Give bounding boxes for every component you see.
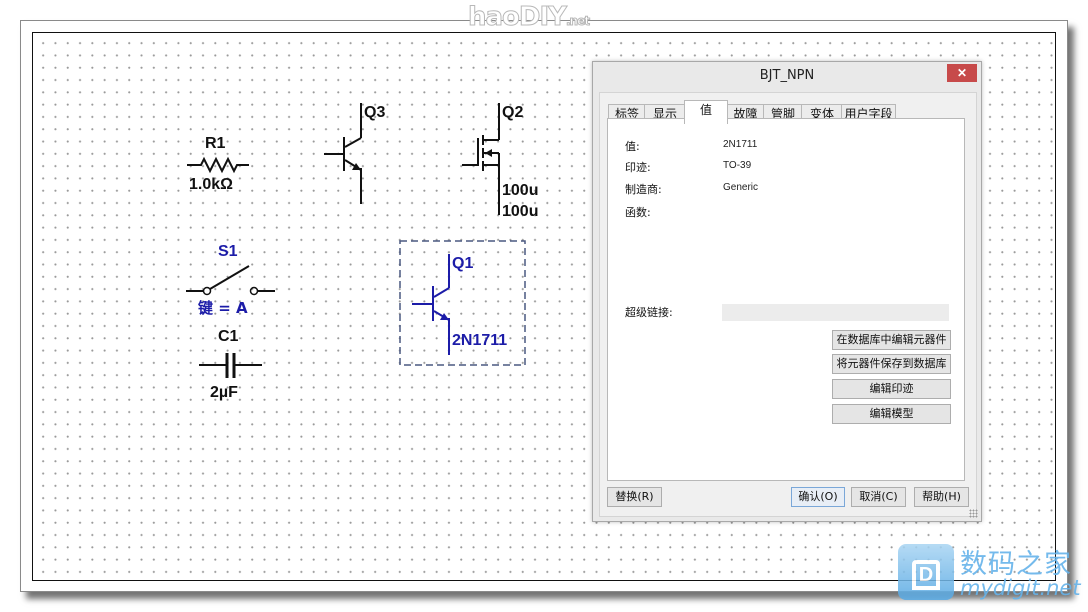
r1-value-label: 1.0kΩ: [189, 176, 233, 193]
q3-collector: [344, 137, 362, 148]
s1-key-label: 键 = A: [198, 299, 248, 317]
footprint-field[interactable]: TO-39: [723, 160, 752, 171]
manufacturer-label: 制造商:: [625, 183, 662, 196]
bjt-q1-symbol[interactable]: [412, 254, 450, 355]
replace-button[interactable]: 替换(R): [607, 487, 662, 507]
function-label: 函数:: [625, 206, 651, 219]
dialog-title[interactable]: BJT_NPN: [759, 68, 815, 83]
logo-english-text: mydigit.net: [960, 576, 1081, 600]
hyperlink-label: 超级链接:: [625, 306, 673, 319]
q2-ref-label: Q2: [502, 104, 524, 121]
logo-chinese-text: 数码之家: [960, 549, 1072, 580]
resize-grip-icon[interactable]: [969, 509, 978, 518]
q1-collector: [433, 287, 450, 298]
value-tab-panel: 值: 2N1711 印迹: TO-39 制造商: Generic 函数: 超级链…: [607, 118, 965, 481]
mosfet-q2-symbol[interactable]: [462, 103, 500, 215]
q3-ref-label: Q3: [364, 104, 386, 121]
capacitor-c1-symbol[interactable]: [199, 353, 262, 378]
haodiy-watermark: haoDIY.net: [468, 2, 591, 33]
q2-value-line1: 100u: [502, 182, 539, 199]
switch-s1-symbol[interactable]: [186, 265, 275, 296]
manufacturer-field[interactable]: Generic: [723, 182, 759, 193]
dialog-body: 标签 显示 值 故障 管脚 变体 用户字段 值: 2N1711 印迹: TO-3…: [599, 92, 977, 517]
bjt-q3-symbol[interactable]: [324, 103, 362, 204]
q1-value-label: 2N1711: [452, 332, 508, 349]
help-button[interactable]: 帮助(H): [914, 487, 969, 507]
value-label: 值:: [625, 140, 640, 153]
s1-right-contact: [249, 286, 259, 296]
hyperlink-input[interactable]: [722, 304, 949, 321]
edit-footprint-button[interactable]: 编辑印迹: [832, 379, 951, 399]
s1-left-contact: [202, 286, 212, 296]
c1-value-label: 2µF: [210, 384, 238, 401]
mydigit-watermark: D 数码之家 mydigit.net: [898, 542, 1088, 612]
q2-arrow: [485, 149, 492, 157]
watermark-text: haoDIY: [468, 2, 568, 33]
s1-lever: [209, 265, 250, 290]
q3-emitter-arrow: [352, 163, 361, 170]
q1-emitter-arrow: [440, 313, 449, 320]
save-component-to-db-button[interactable]: 将元器件保存到数据库: [832, 354, 951, 374]
watermark-suffix: .net: [566, 14, 591, 29]
q1-ref-label: Q1: [452, 255, 474, 272]
close-icon: ✕: [956, 66, 968, 80]
q1-selection-box: [399, 240, 526, 366]
footprint-label: 印迹:: [625, 161, 651, 174]
logo-letter: D: [912, 560, 940, 590]
resistor-r1-symbol[interactable]: [187, 156, 249, 174]
tab-value[interactable]: 值: [684, 100, 728, 124]
house-logo-icon: D: [898, 544, 954, 600]
resistor-r1-body: [187, 156, 249, 174]
component-properties-dialog: BJT_NPN ✕ 标签 显示 值 故障 管脚 变体 用户字段 值: 2N171…: [592, 61, 982, 522]
c1-ref-label: C1: [218, 328, 239, 345]
cancel-button[interactable]: 取消(C): [851, 487, 906, 507]
s1-ref-label: S1: [218, 243, 238, 260]
r1-ref-label: R1: [205, 135, 226, 152]
edit-model-button[interactable]: 编辑模型: [832, 404, 951, 424]
value-field[interactable]: 2N1711: [723, 139, 758, 150]
q2-value-line2: 100u: [502, 203, 539, 220]
close-button[interactable]: ✕: [947, 64, 977, 82]
edit-component-in-db-button[interactable]: 在数据库中编辑元器件: [832, 330, 951, 350]
ok-button[interactable]: 确认(O): [791, 487, 845, 507]
